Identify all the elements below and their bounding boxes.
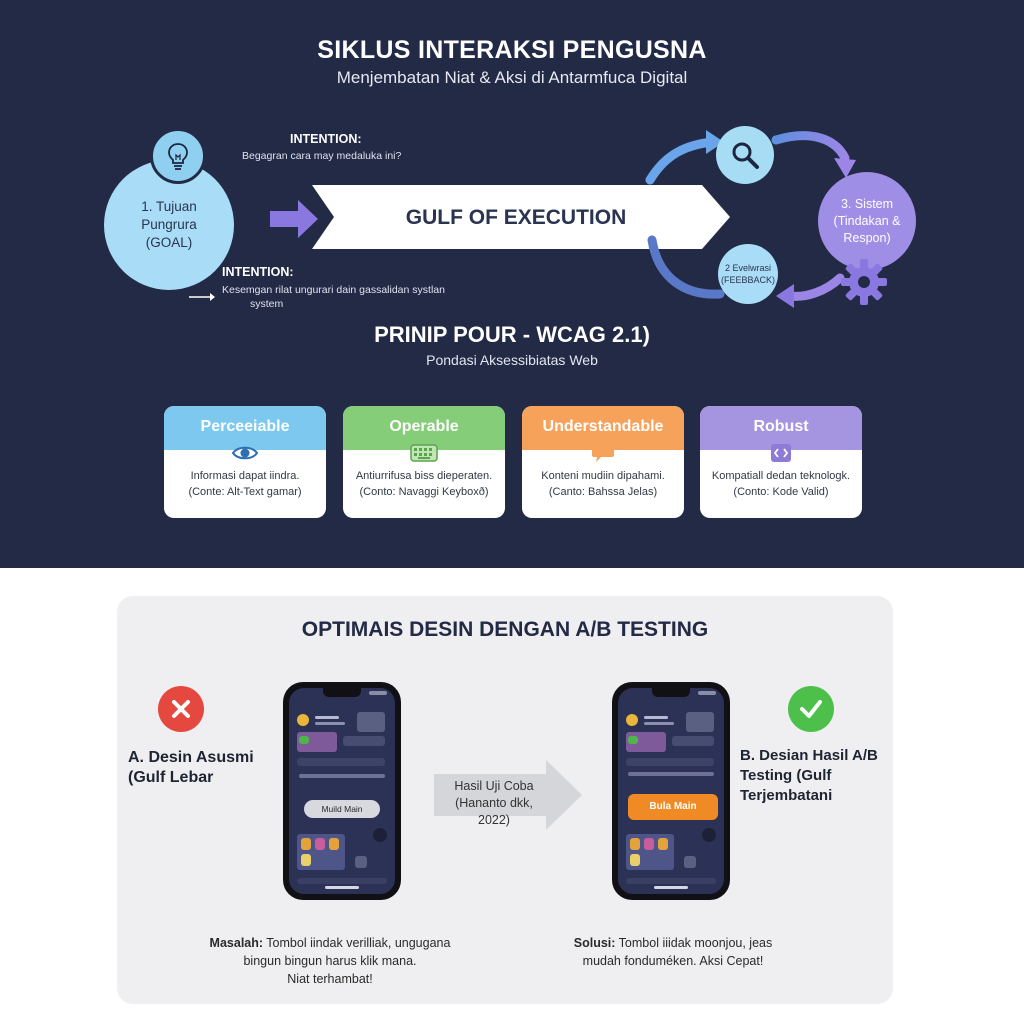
card-understandable: Understandable Konteni mudiin dipahami. … [522,406,684,518]
phone-notch [323,688,361,697]
phone-variant-a: Muild Main [283,682,401,900]
card-perceivable: Perceeiable Informasi dapat iindra. (Con… [164,406,326,518]
main-title: SIKLUS INTERAKSI PENGUSNA [317,36,707,64]
gear-icon [841,259,887,305]
intention-bottom-desc: Kesemgan rilat ungurari dain gassalidan … [222,283,445,311]
phone-variant-b: Bula Main [612,682,730,900]
problem-label: Masalah: [209,936,264,950]
result-arrow [434,760,582,830]
intention-bottom-desc-line-1: Kesemgan rilat ungurari dain gassalidan … [222,284,445,296]
goal-label: 1. Tujuan Pungrura (GOAL) [141,199,197,250]
card-title: Perceeiable [164,406,326,450]
problem-text-line-2: bingun bingun harus klik mana. [243,954,417,968]
evaluation-circle: 2 Evelwrasi (FEEBBACK) [718,244,778,304]
intention-bottom-label: INTENTION: [222,265,294,279]
goal-to-gulf-arrow [270,200,318,238]
status-icons [369,691,387,695]
gulf-banner [312,185,730,249]
code-icon [766,442,796,464]
result-text-line-1: Hasil Uji Coba [454,779,534,793]
card-operable: Operable Antiurrifusa biss dieperaten. (… [343,406,505,518]
pour-title: PRINIP POUR - WCAG 2.1) [374,322,650,347]
variant-b-label: B. Desian Hasil A/B Testing (Gulf Terjem… [740,747,878,804]
play-button[interactable]: Bula Main [628,794,718,820]
card-title: Understandable [522,406,684,450]
interaction-cycle-section: SIKLUS INTERAKSI PENGUSNA Menjembatan Ni… [0,0,1024,568]
home-bar [654,886,688,889]
card-title: Operable [343,406,505,450]
arrow-icon [189,293,215,301]
card-line-2: (Conto: Kode Valid) [733,486,829,498]
card-line-1: Kompatiall dedan teknologk. [711,470,851,482]
cycle-arrows [645,130,856,308]
intention-bottom-desc-line-2: system [250,298,284,310]
intention-top-desc: Begagran cara may medaluka ini? [242,150,402,162]
card-line-2: (Conte: Alt-Text gamar) [188,486,302,498]
phone-screen: Muild Main [289,688,395,894]
problem-text-line-3: Niat terhambat! [287,972,373,986]
card-line-1: Informasi dapat iindra. [190,470,300,482]
problem-text-line-1: Tombol iindak verilliak, ungugana [266,936,451,950]
check-icon [788,686,834,732]
eye-icon [230,442,260,464]
main-subtitle: Menjembatan Niat & Aksi di Antarmfuca Di… [336,68,688,87]
card-line-2: (Canto: Bahssa Jelas) [548,486,658,498]
card-title: Robust [700,406,862,450]
search-icon [716,126,774,184]
solution-note: Solusi: Tombol iiidak moonjou, jeas muda… [548,934,798,970]
card-line-1: Konteni mudiin dipahami. [541,470,665,482]
pour-subtitle: Pondasi Aksessibiatas Web [426,352,598,368]
status-icons [698,691,716,695]
system-circle: 3. Sistem (Tindakan & Respon) [818,172,916,270]
keyboard-icon [409,442,439,464]
intention-top-label: INTENTION: [290,132,362,146]
solution-text-line-2: mudah fonduméken. Aksi Cepat! [582,954,764,968]
phone-notch [652,688,690,697]
lightbulb-icon [150,128,206,184]
play-button[interactable]: Muild Main [304,800,380,818]
result-text-line-2: (Hananto dkk, 2022) [455,796,533,827]
card-line-2: (Conto: Navaggi Keyboxð) [359,486,489,498]
problem-note: Masalah: Tombol iindak verilliak, unguga… [190,934,470,988]
speech-bubble-icon [588,442,618,464]
ab-title: OPTIMAIS DESIN DENGAN A/B TESTING [301,618,709,641]
card-robust: Robust Kompatiall dedan teknologk. (Cont… [700,406,862,518]
solution-label: Solusi: [573,936,616,950]
home-bar [325,886,359,889]
card-line-1: Antiurrifusa biss dieperaten. [355,470,493,482]
system-label: 3. Sistem (Tindakan & Respon) [833,196,901,245]
result-text: Hasil Uji Coba (Hananto dkk, 2022) [438,778,550,829]
evaluation-label: 2 Evelwrasi (FEEBBACK) [720,263,775,285]
cross-icon [158,686,204,732]
variant-a-label: A. Desin Asusmi (Gulf Lebar [128,749,254,786]
gulf-of-execution-label: GULF OF EXECUTION [405,206,627,229]
solution-text-line-1: Tombol iiidak moonjou, jeas [618,936,773,950]
phone-screen: Bula Main [618,688,724,894]
